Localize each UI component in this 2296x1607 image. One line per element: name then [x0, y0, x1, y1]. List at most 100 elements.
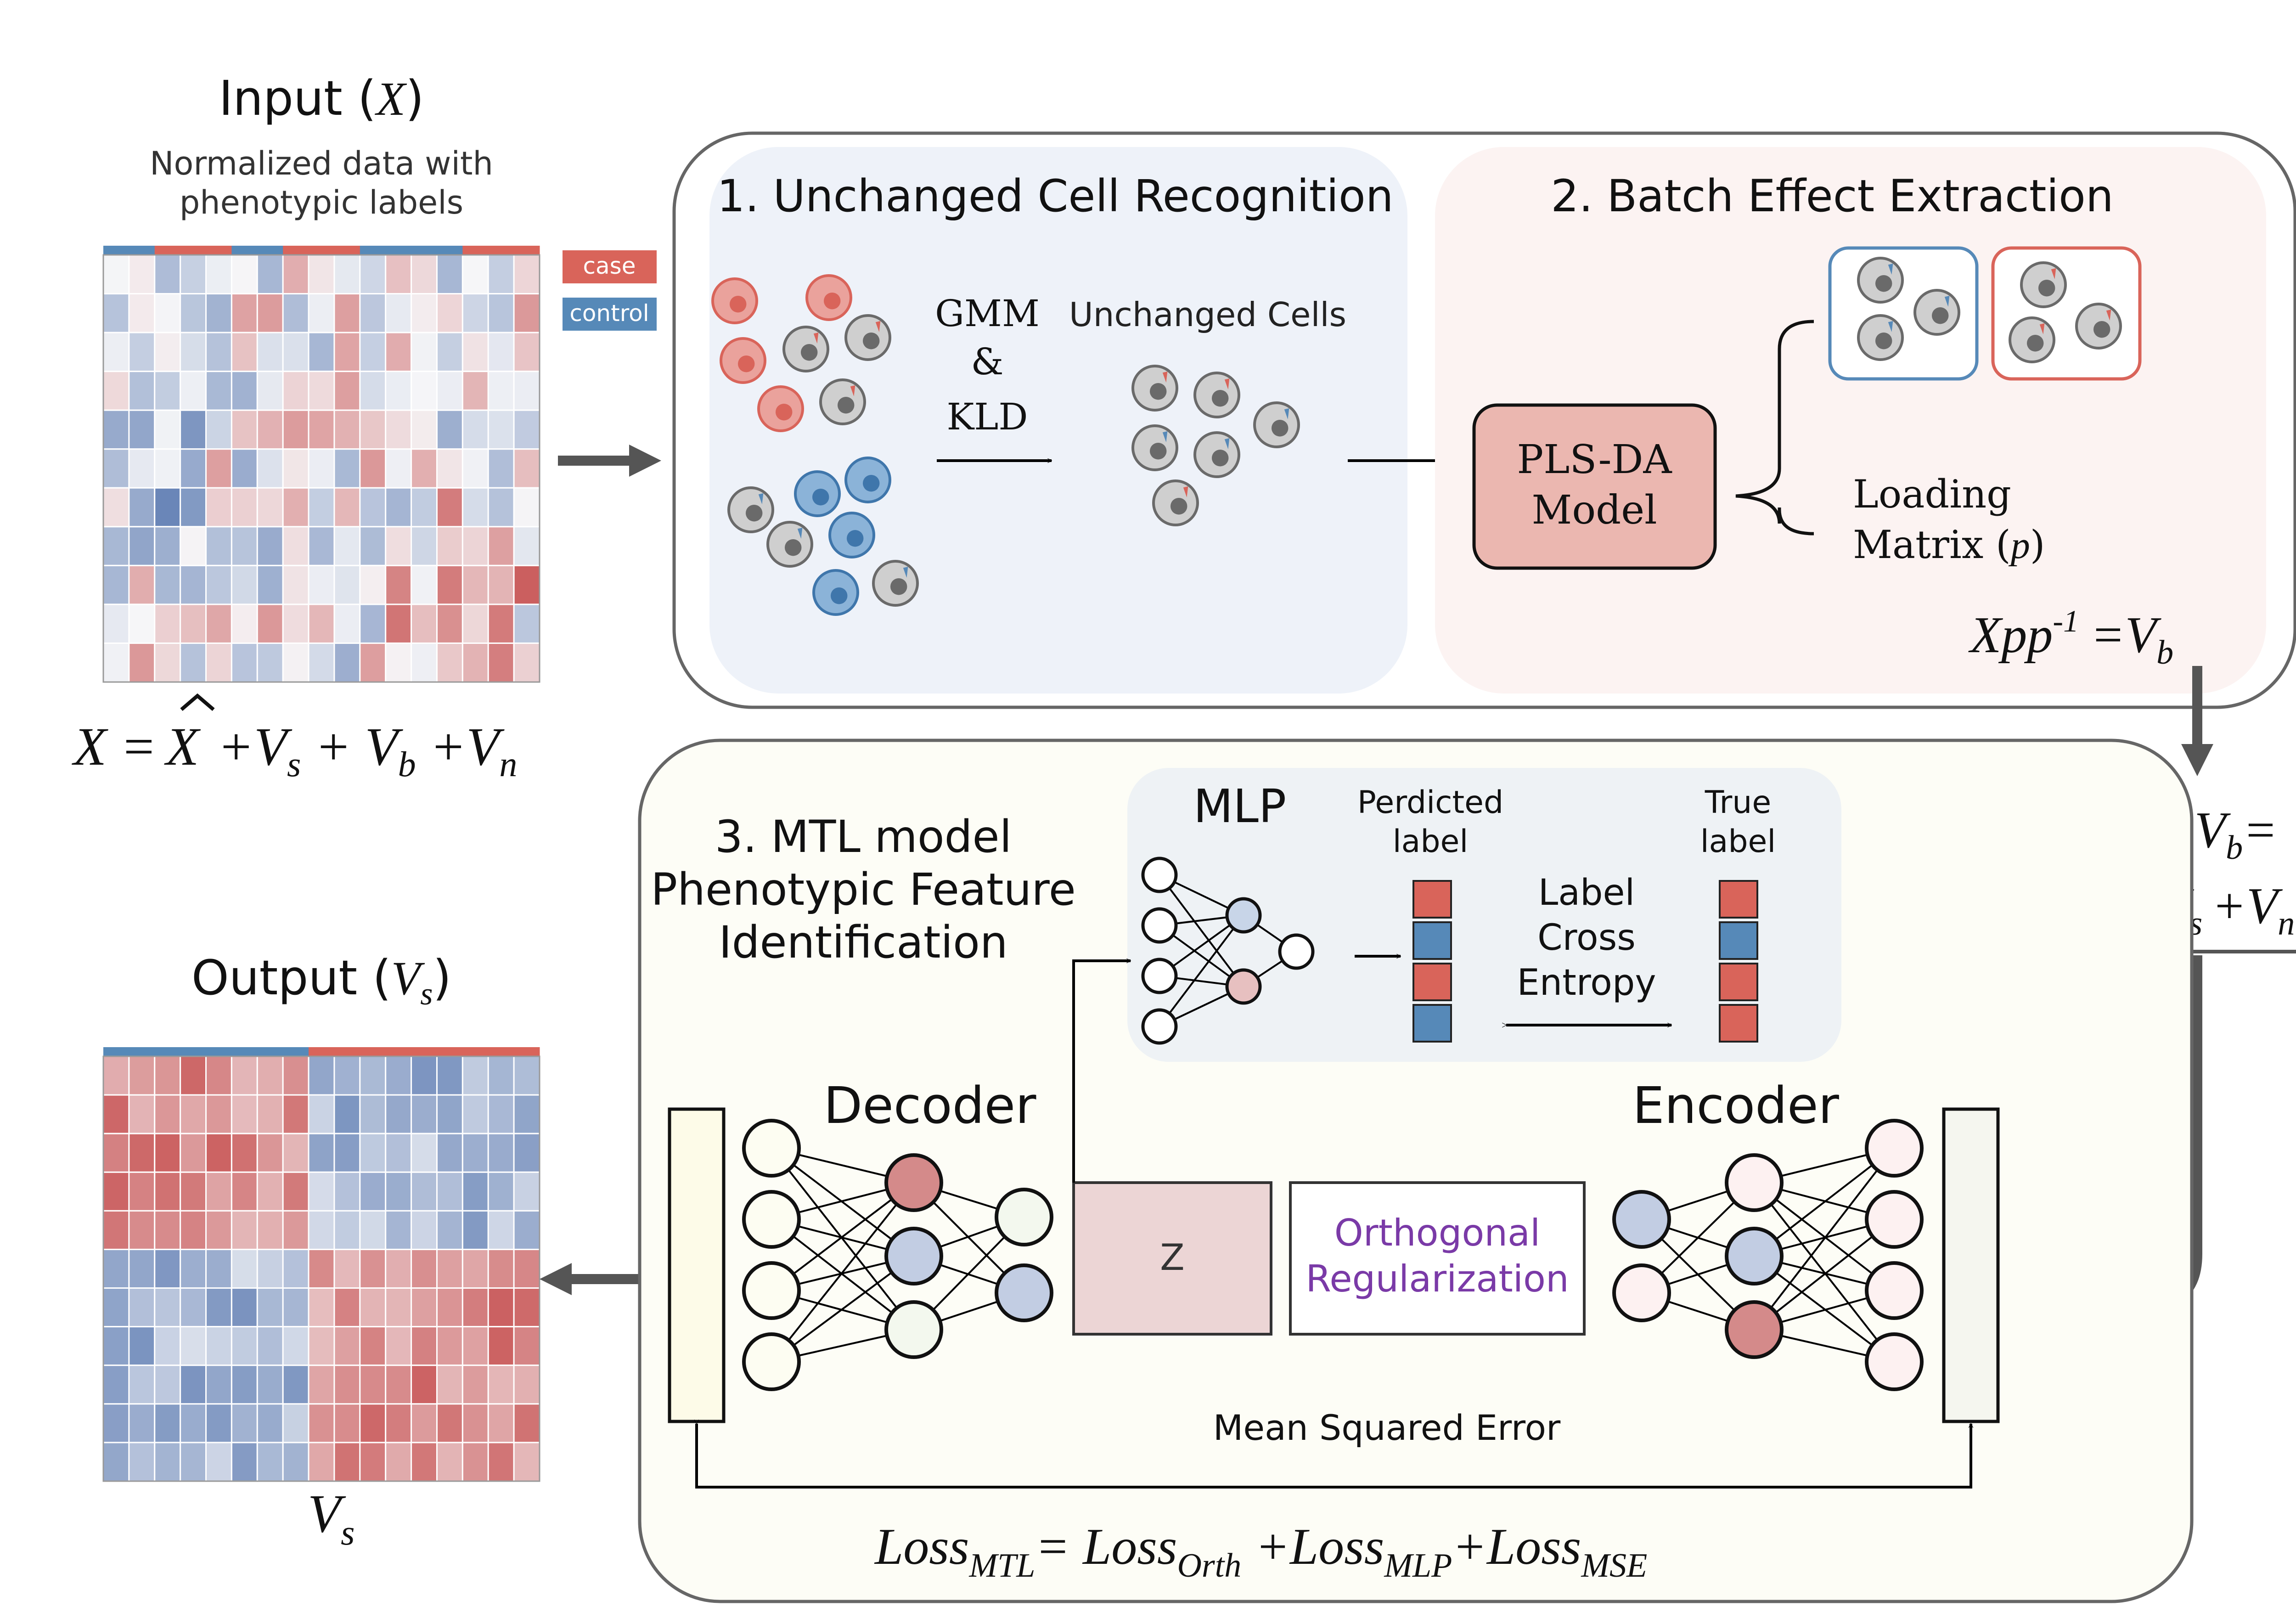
- heatmap-cell: [359, 1055, 387, 1096]
- heatmap-cell: [436, 254, 463, 295]
- heatmap-cell: [256, 603, 284, 644]
- heatmap-cell: [205, 1171, 232, 1212]
- heatmap-cell: [436, 642, 463, 683]
- heatmap-cell: [359, 254, 387, 295]
- heatmap-cell: [231, 1365, 258, 1405]
- heatmap-cell: [487, 526, 515, 566]
- heatmap-cell: [513, 254, 540, 295]
- batch-equation: Xpp-1=Vb: [1968, 603, 2173, 671]
- orthogonal-line1: Orthogonal: [1334, 1212, 1541, 1254]
- heatmap-cell: [282, 371, 310, 411]
- heatmap-cell: [154, 1287, 181, 1328]
- heatmap-cell: [436, 487, 463, 528]
- mlp-node: [1141, 857, 1178, 893]
- heatmap-cell: [436, 526, 463, 566]
- heatmap-cell: [487, 1210, 515, 1250]
- cell-icon: [812, 569, 859, 616]
- heatmap-cell: [333, 1133, 361, 1173]
- heatmap-cell: [436, 1094, 463, 1134]
- panel-mtl-model: 3. MTL model Phenotypic Feature Identifi…: [651, 768, 2000, 1584]
- heatmap-cell: [308, 526, 335, 566]
- label-bar-segment: [488, 246, 514, 256]
- cell-nucleus: [1931, 307, 1949, 324]
- mse-label: Mean Squared Error: [1213, 1407, 1561, 1448]
- label-bar-segment: [360, 1047, 386, 1057]
- heatmap-cell: [102, 1248, 130, 1289]
- heatmap-cell: [205, 1133, 232, 1173]
- label-bar-segment: [231, 1047, 258, 1057]
- heatmap-cell: [436, 1248, 463, 1289]
- heatmap-cell: [256, 1055, 284, 1096]
- heatmap-cell: [385, 642, 412, 683]
- heatmap-cell: [411, 642, 438, 683]
- heatmap-cell: [359, 1133, 387, 1173]
- heatmap-cell: [385, 254, 412, 295]
- heatmap-cell: [333, 564, 361, 605]
- cell-icon: [782, 326, 829, 372]
- heatmap-cell: [436, 1133, 463, 1173]
- nn-node: [995, 1188, 1053, 1246]
- heatmap-cell: [256, 371, 284, 411]
- output-section: Output (Vs) Vs: [102, 950, 670, 1552]
- heatmap-cell: [231, 1133, 258, 1173]
- heatmap-cell: [205, 293, 232, 333]
- heatmap-cell: [461, 1287, 489, 1328]
- heatmap-cell: [333, 293, 361, 333]
- heatmap-cell: [231, 564, 258, 605]
- method-gmm: GMM: [935, 292, 1040, 335]
- heatmap-cell: [461, 1442, 489, 1482]
- nn-edge: [771, 1182, 915, 1291]
- heatmap-cell: [359, 409, 387, 450]
- heatmap-cell: [461, 254, 489, 295]
- heatmap-cell: [308, 1326, 335, 1366]
- heatmap-cell: [282, 1210, 310, 1250]
- heatmap-cell: [385, 409, 412, 450]
- cell-nucleus: [837, 396, 855, 414]
- heatmap-cell: [154, 642, 181, 683]
- encoder-label: Encoder: [1632, 1076, 1839, 1135]
- nn-node: [1725, 1227, 1784, 1286]
- heatmap-cell: [154, 603, 181, 644]
- heatmap-cell: [333, 1248, 361, 1289]
- heatmap-cell: [333, 332, 361, 372]
- cell-marker: [903, 567, 908, 578]
- label-bar-segment: [437, 1047, 463, 1057]
- heatmap-cell: [487, 1287, 515, 1328]
- heatmap-cell: [231, 254, 258, 295]
- heatmap-cell: [282, 603, 310, 644]
- cell-icon: [872, 560, 919, 607]
- heatmap-cell: [461, 564, 489, 605]
- label-bar-segment: [206, 1047, 232, 1057]
- cell-nucleus: [745, 504, 763, 522]
- label-bar-segment: [283, 1047, 309, 1057]
- heatmap-cell: [411, 603, 438, 644]
- heatmap-cell: [231, 642, 258, 683]
- nn-node: [884, 1300, 943, 1359]
- heatmap-cell: [359, 1326, 387, 1366]
- heatmap-cell: [128, 487, 156, 528]
- heatmap-cell: [385, 1055, 412, 1096]
- heatmap-cell: [180, 642, 207, 683]
- heatmap-cell: [411, 1248, 438, 1289]
- heatmap-cell: [436, 448, 463, 489]
- heatmap-cell: [333, 1171, 361, 1212]
- heatmap-cell: [154, 1171, 181, 1212]
- heatmap-border: [102, 254, 540, 683]
- cell-icon: [1857, 257, 1904, 304]
- heatmap-cell: [128, 1171, 156, 1212]
- heatmap-cell: [128, 1326, 156, 1366]
- nn-node: [884, 1227, 943, 1286]
- cell-marker: [1162, 372, 1168, 383]
- label-square: [1719, 1004, 1758, 1043]
- heatmap-cell: [359, 1403, 387, 1443]
- heatmap-cell: [333, 409, 361, 450]
- heatmap-cell: [180, 1133, 207, 1173]
- heatmap-cell: [359, 642, 387, 683]
- heatmap-cell: [180, 1248, 207, 1289]
- heatmap-cell: [411, 332, 438, 372]
- heatmap-cell: [231, 1055, 258, 1096]
- label-bar-segment: [129, 246, 155, 256]
- heatmap-cell: [359, 526, 387, 566]
- heatmap-cell: [411, 1403, 438, 1443]
- heatmap-cell: [513, 1365, 540, 1405]
